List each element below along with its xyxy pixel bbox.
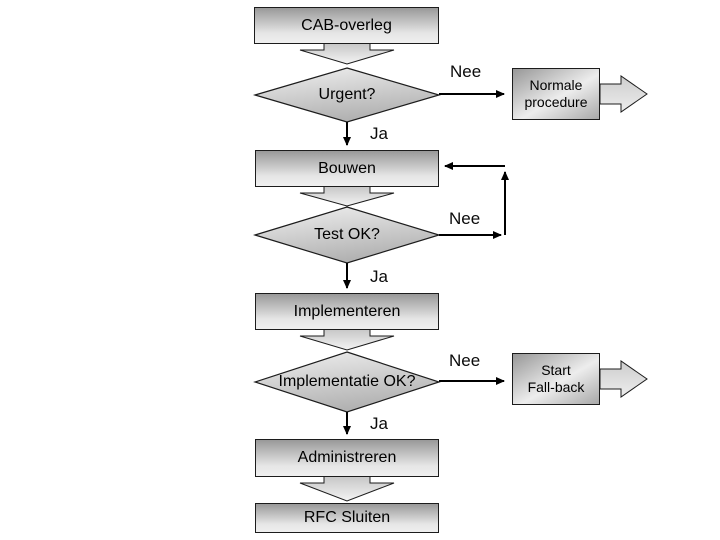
- node-normale-procedure-label: Normale procedure: [524, 76, 588, 111]
- diamond-implementatie-ok-label: Implementatie OK?: [278, 373, 416, 390]
- exit-arrow-start-fall-back: [599, 360, 648, 398]
- block-arrow-implementeren-to-implementatie: [299, 328, 395, 351]
- exit-arrow-normale-procedure: [599, 75, 648, 113]
- node-administreren: Administreren: [255, 439, 439, 477]
- node-rfc-sluiten: RFC Sluiten: [255, 503, 439, 533]
- edge-label-test-nee: Nee: [449, 209, 481, 228]
- node-bouwen: Bouwen: [255, 150, 439, 187]
- node-start-fall-back: Start Fall-back: [512, 353, 600, 405]
- node-implementeren-label: Implementeren: [293, 302, 401, 320]
- block-arrow-bouwen-to-test: [299, 185, 395, 207]
- edge-label-implementatie-nee: Nee: [449, 351, 481, 370]
- node-normale-procedure: Normale procedure: [512, 68, 600, 120]
- block-arrow-administreren-to-rfc: [299, 475, 395, 502]
- edge-label-urgent-ja: Ja: [370, 124, 388, 143]
- node-administreren-label: Administreren: [297, 449, 397, 466]
- node-implementeren: Implementeren: [255, 293, 439, 330]
- node-cab-overleg: CAB-overleg: [254, 7, 439, 44]
- edge-label-test-ja: Ja: [370, 267, 388, 286]
- node-bouwen-label: Bouwen: [318, 159, 376, 177]
- node-rfc-sluiten-label: RFC Sluiten: [303, 509, 391, 526]
- block-arrow-cab-to-urgent: [299, 42, 395, 65]
- diamond-test-ok-label: Test OK?: [314, 226, 380, 243]
- node-cab-overleg-label: CAB-overleg: [301, 16, 392, 34]
- edge-label-urgent-nee: Nee: [450, 62, 482, 81]
- diamond-urgent-label: Urgent?: [318, 86, 376, 103]
- node-start-fall-back-label: Start Fall-back: [527, 361, 585, 396]
- edge-label-implementatie-ja: Ja: [370, 414, 388, 433]
